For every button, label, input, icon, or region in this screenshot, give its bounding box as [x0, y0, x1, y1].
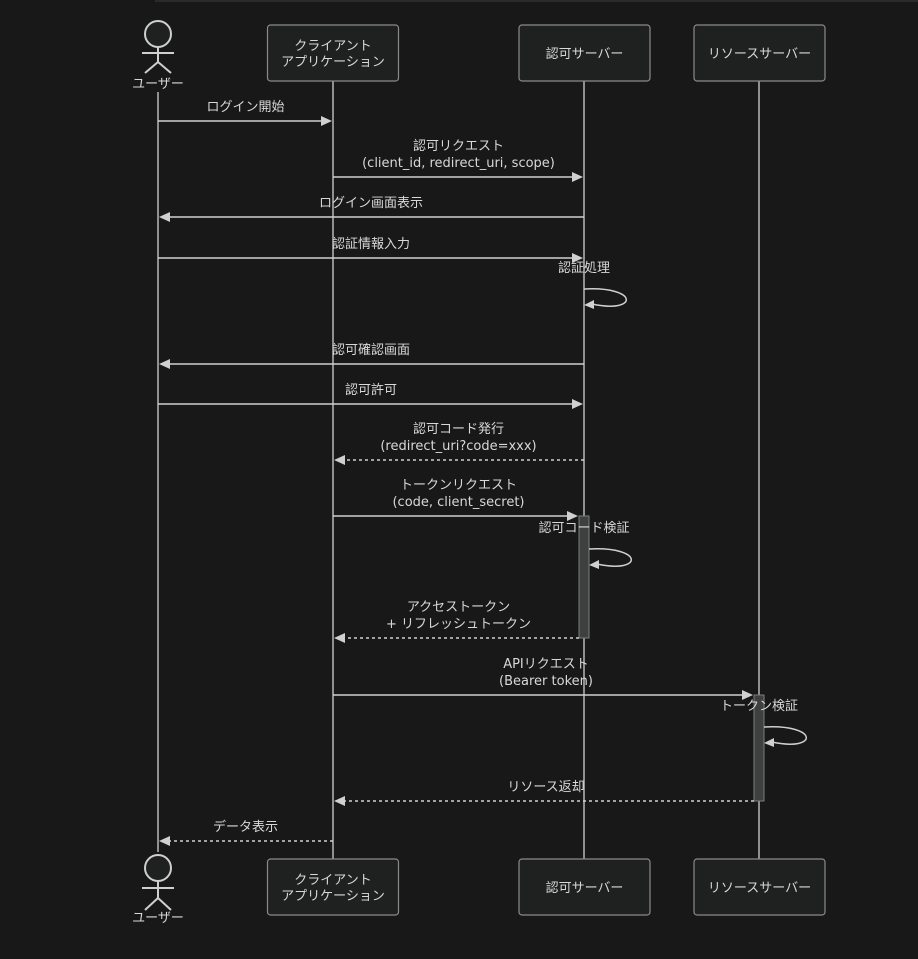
activation-resource: [753, 694, 765, 802]
participant-resource-label: リソースサーバー: [708, 47, 811, 62]
message-13[interactable]: トークン検証: [720, 699, 807, 747]
arrowhead-icon: [567, 511, 578, 521]
message-label: データ表示: [213, 819, 278, 835]
participant-resource-top[interactable]: リソースサーバー: [693, 24, 826, 82]
self-call-loop: [588, 548, 632, 567]
participant-client-label-1: クライアント: [294, 39, 371, 54]
actor-head-icon: [144, 20, 172, 48]
arrowhead-icon: [572, 399, 583, 409]
arrowhead-icon: [764, 738, 774, 747]
participant-resource-bottom[interactable]: リソースサーバー: [693, 858, 826, 916]
arrowhead-icon: [159, 359, 170, 369]
arrowhead-icon: [334, 455, 345, 465]
actor-user-bottom[interactable]: ユーザー: [132, 854, 184, 926]
message-4[interactable]: 認証情報入力: [158, 236, 583, 263]
message-label: APIリクエスト: [503, 657, 589, 672]
message-9[interactable]: トークンリクエスト (code, client_secret): [333, 478, 578, 521]
message-10[interactable]: 認可コード検証: [538, 520, 632, 569]
message-7[interactable]: 認可許可: [158, 382, 583, 409]
message-label: ログイン画面表示: [319, 196, 423, 211]
message-label: (redirect_uri?code=xxx): [380, 439, 536, 454]
arrowhead-icon: [572, 172, 583, 182]
arrowhead-icon: [572, 253, 583, 263]
message-6[interactable]: 認可確認画面: [159, 342, 584, 369]
arrowhead-icon: [159, 836, 170, 846]
participant-client-top[interactable]: クライアント アプリケーション: [266, 24, 400, 82]
activation-auth: [578, 515, 590, 639]
message-14[interactable]: リソース返却: [334, 780, 754, 806]
message-5[interactable]: 認証処理: [558, 260, 627, 309]
message-11[interactable]: アクセストークン + リフレッシュトークン: [334, 600, 579, 643]
actor-user-label: ユーザー: [132, 77, 184, 92]
participant-client-label-2: アプリケーション: [281, 889, 385, 904]
participant-client-label-2: アプリケーション: [281, 55, 385, 70]
arrowhead-icon: [159, 212, 170, 222]
message-label: 認証処理: [558, 260, 610, 276]
actor-user-label: ユーザー: [132, 911, 184, 926]
message-label: アクセストークン: [407, 600, 510, 615]
message-12[interactable]: APIリクエスト (Bearer token): [333, 657, 753, 700]
message-label: 認証情報入力: [332, 236, 410, 252]
self-call-loop: [583, 288, 627, 307]
message-15[interactable]: データ表示: [159, 819, 333, 846]
actor-user-top[interactable]: ユーザー: [132, 20, 184, 92]
message-1[interactable]: ログイン開始: [158, 100, 332, 126]
arrowhead-icon: [334, 796, 345, 806]
message-label: (code, client_secret): [392, 495, 524, 510]
actor-head-icon: [144, 854, 172, 882]
participant-auth-label: 認可サーバー: [546, 46, 624, 62]
message-label: 認可コード検証: [538, 520, 629, 536]
arrowhead-icon: [321, 116, 332, 126]
participant-auth-label: 認可サーバー: [546, 880, 624, 896]
message-label: 認可確認画面: [332, 342, 410, 358]
self-call-loop: [763, 726, 807, 745]
message-label: + リフレッシュトークン: [386, 617, 531, 632]
message-3[interactable]: ログイン画面表示: [159, 196, 584, 222]
participant-client-label-1: クライアント: [294, 873, 371, 888]
message-label: 認可コード発行: [413, 421, 504, 437]
arrowhead-icon: [742, 690, 753, 700]
message-label: 認可リクエスト: [413, 138, 504, 154]
message-label: リソース返却: [507, 780, 584, 795]
message-label: トークンリクエスト: [400, 478, 517, 493]
message-label: ログイン開始: [206, 100, 284, 115]
message-8[interactable]: 認可コード発行 (redirect_uri?code=xxx): [334, 421, 584, 465]
message-label: (Bearer token): [499, 674, 593, 689]
message-2[interactable]: 認可リクエスト (client_id, redirect_uri, scope): [333, 138, 583, 182]
participant-client-bottom[interactable]: クライアント アプリケーション: [266, 858, 400, 916]
arrowhead-icon: [334, 633, 345, 643]
arrowhead-icon: [589, 560, 599, 569]
participant-resource-label: リソースサーバー: [708, 881, 811, 896]
message-label: (client_id, redirect_uri, scope): [362, 156, 555, 171]
participant-auth-bottom[interactable]: 認可サーバー: [518, 858, 651, 916]
message-label: 認可許可: [345, 382, 397, 398]
participant-auth-top[interactable]: 認可サーバー: [518, 24, 651, 82]
arrowhead-icon: [584, 300, 594, 309]
message-label: トークン検証: [720, 699, 798, 714]
